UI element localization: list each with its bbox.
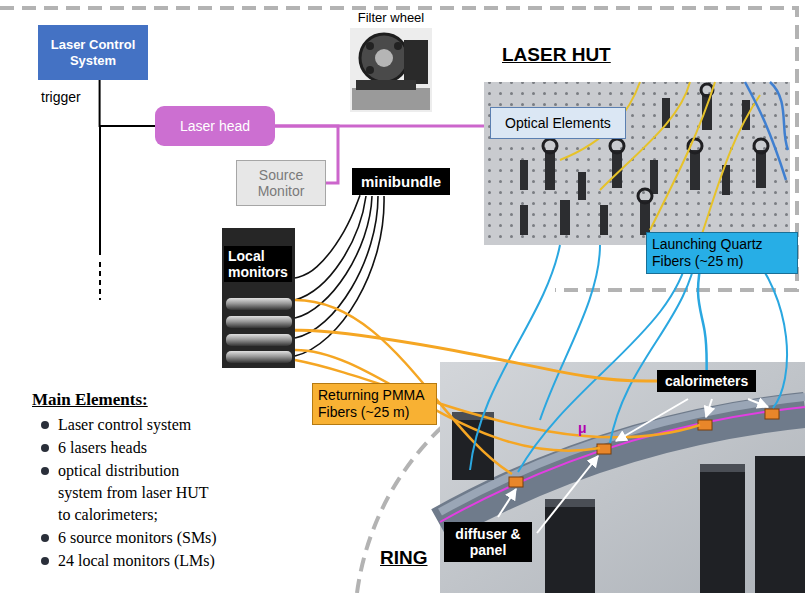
filter-slot [394,42,402,50]
filter-slot [366,66,374,74]
diffuser-tag: diffuser & panel [444,522,532,562]
local-monitors-photo [222,228,295,368]
motor-block [404,40,428,84]
optical-bench-node: Optical Elements [484,82,790,245]
rack [755,456,805,593]
particle-symbol: μ [578,420,587,436]
calorimeter-block [509,477,523,487]
list-item: optical distribution system from laser H… [58,460,223,526]
tag-text: calorimeters [665,373,748,389]
trigger-line-continued [99,262,101,300]
connector [100,80,155,126]
rack [545,505,595,593]
storage-ring [440,410,805,525]
list-item: 6 lasers heads [58,437,258,459]
laser-head-box: Laser head [155,106,275,146]
connector [295,330,657,381]
optical-bench-photo [484,82,790,245]
photo-ground [350,28,432,112]
photo-caption: Filter wheel [338,10,444,25]
calorimeter-block [765,409,779,419]
box-text: Laser Control System [44,37,142,68]
calorimeter-block [698,420,712,430]
region-heading: LASER HUT [502,44,611,66]
minibundle-tag: minibundle [352,168,450,195]
edge-label: trigger [40,89,82,106]
hall-floor [440,362,805,593]
returning-fibers [295,300,700,474]
mount-rail [356,80,416,90]
mount-base [352,88,430,110]
region-heading: RING [380,547,428,569]
hut-boundary [0,8,797,290]
trigger-line [99,126,101,255]
source-monitor-box: Source Monitor [236,160,326,206]
edge-label: Launching Quartz Fibers (~25 m) [646,232,798,274]
monitor-cylinder [226,334,292,346]
filter-wheel-photo-node: Filter wheel [350,28,432,112]
yellow-fibers [560,82,760,240]
calorimeters-tag: calorimeters [657,370,756,392]
rack-top [700,464,745,472]
ring-render [440,362,805,593]
photo-ground [222,228,295,368]
launching-fibers [470,245,787,472]
wheel [360,34,408,82]
leader-arrows [498,399,768,533]
rack-top [545,499,595,507]
box-text: Source Monitor [241,167,321,199]
rack [700,470,745,593]
muon-orbit [440,407,805,522]
filter-wheel-photo [350,28,432,112]
monitor-cylinder [226,316,292,328]
monitor-cylinder [226,351,292,363]
local-monitors-node: Local monitors [222,228,295,368]
list-item: 24 local monitors (LMs) [58,550,258,572]
control-box: Laser Control System [38,25,148,80]
tag-text: diffuser & panel [448,526,528,558]
wheel-hub [375,49,393,67]
breadboard [484,82,790,245]
monitor-cylinder [226,298,292,310]
connector [295,195,360,278]
blue-cables [745,82,788,180]
filter-slot [366,42,374,50]
tag-text: minibundle [361,173,441,190]
box-text: Laser head [180,118,250,134]
list-item: Laser control system [58,414,258,436]
edge-label: Returning PMMA Fibers (~25 m) [312,383,437,425]
list-heading: Main Elements: [32,390,148,410]
list-item: 6 source monitors (SMs) [58,527,258,549]
photo-label: Local monitors [224,246,292,282]
photo-label: Optical Elements [490,107,626,139]
